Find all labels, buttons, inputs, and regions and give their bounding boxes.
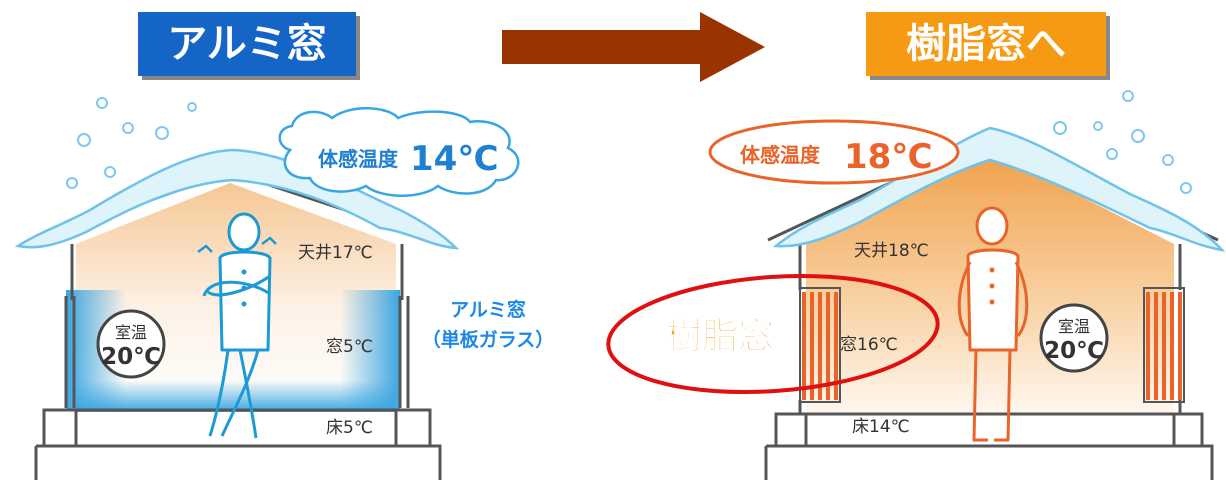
house-resin: 体感温度 18℃ 天井18℃ 窓16℃ 床14℃ 室温 20℃ bbox=[606, 90, 1226, 480]
sensory-value-left: 14℃ bbox=[410, 139, 499, 179]
snow-dots-left bbox=[66, 97, 197, 189]
house-aluminum: 体感温度 14℃ 天井17℃ 窓5℃ 床5℃ bbox=[14, 97, 555, 480]
room-temp-label-right: 室温 bbox=[1058, 317, 1090, 336]
transition-arrow bbox=[502, 12, 765, 82]
room-temp-label-left: 室温 bbox=[115, 323, 147, 342]
person-warm bbox=[957, 206, 1029, 442]
window-temp-right: 窓16℃ bbox=[840, 335, 898, 355]
highlight-circle bbox=[606, 273, 940, 395]
sensory-bubble-right bbox=[708, 119, 960, 185]
shirt-buttons-left bbox=[241, 269, 247, 307]
room-temp-value-right: 20℃ bbox=[1044, 338, 1104, 364]
sensory-bubble-left bbox=[278, 107, 520, 197]
shirt-buttons-right bbox=[989, 267, 995, 305]
resin-window-right bbox=[1146, 292, 1182, 400]
floor-temp-left: 床5℃ bbox=[326, 418, 373, 438]
window-type-label-left-line2: （単板ガラス） bbox=[422, 328, 555, 351]
floor-temp-right: 床14℃ bbox=[852, 417, 910, 437]
sensory-label-left: 体感温度 bbox=[318, 147, 399, 171]
ceiling-temp-right: 天井18℃ bbox=[854, 241, 929, 261]
snow-dots-right bbox=[1053, 90, 1192, 194]
person-cold bbox=[202, 212, 272, 439]
sensory-value-right: 18℃ bbox=[844, 137, 933, 177]
title-aluminum-window: アルミ窓 bbox=[138, 12, 356, 76]
room-temp-value-left: 20℃ bbox=[101, 344, 161, 370]
resin-window-left bbox=[802, 292, 838, 400]
window-type-label-right: 樹脂窓 bbox=[666, 316, 774, 357]
ceiling-temp-left: 天井17℃ bbox=[298, 243, 373, 263]
window-temp-left: 窓5℃ bbox=[326, 337, 373, 357]
sensory-label-right: 体感温度 bbox=[740, 143, 821, 167]
room-temp-badge-left bbox=[96, 309, 166, 379]
shiver-marks bbox=[197, 236, 277, 253]
snow-roof-left bbox=[14, 148, 460, 250]
title-resin-window: 樹脂窓へ bbox=[866, 12, 1106, 76]
room-temp-badge-right bbox=[1039, 303, 1109, 373]
window-type-label-left-line1: アルミ窓 bbox=[450, 298, 526, 321]
